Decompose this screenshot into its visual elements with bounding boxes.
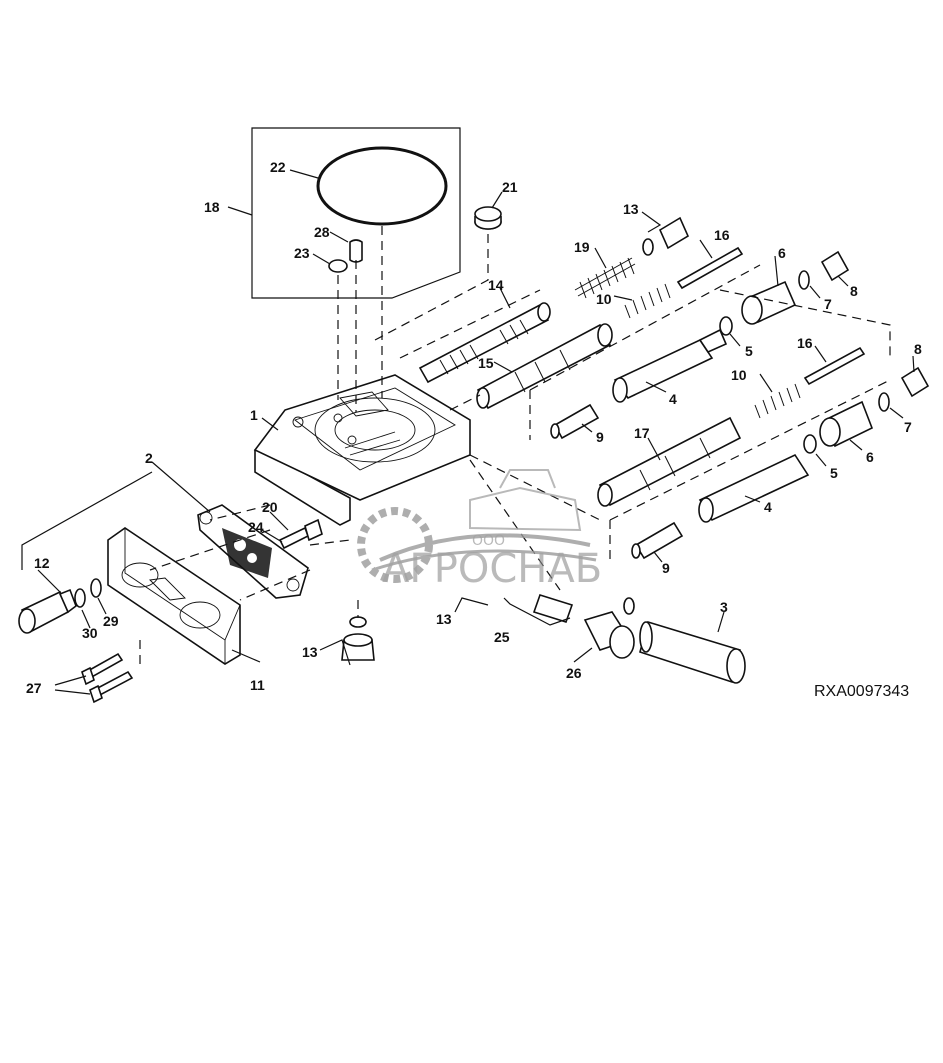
callout: 2: [145, 450, 153, 466]
callout: 19: [574, 239, 590, 255]
callout: 21: [502, 179, 518, 195]
callout: 29: [103, 613, 119, 629]
callout: 13: [623, 201, 639, 217]
callout: 30: [82, 625, 98, 641]
plug-assembly: [18, 578, 102, 634]
callout: 28: [314, 224, 330, 240]
callout: 17: [634, 425, 650, 441]
callout-labels: 1 2 3 4 4 5 5 6 6 7 7 8 8 9 9 10 10 11 1…: [26, 159, 922, 696]
callout: 27: [26, 680, 42, 696]
callout: 22: [270, 159, 286, 175]
callout: 13: [302, 644, 318, 660]
callout: 5: [745, 343, 753, 359]
gasket: [197, 504, 309, 599]
callout: 10: [731, 367, 747, 383]
cap: [474, 206, 502, 230]
callout: 6: [866, 449, 874, 465]
callout: 6: [778, 245, 786, 261]
bolts: [81, 652, 134, 704]
callout: 23: [294, 245, 310, 261]
seal-kit-box: [251, 127, 461, 299]
watermark: ООО АГРОСНАБ: [357, 469, 602, 592]
callout: 16: [714, 227, 730, 243]
callout: 18: [204, 199, 220, 215]
valve-body: [253, 374, 471, 526]
callout: 9: [596, 429, 604, 445]
callout: 7: [904, 419, 912, 435]
adjust-screw: [278, 518, 323, 550]
callout: 4: [764, 499, 772, 515]
watermark-brand: АГРОСНАБ: [382, 546, 602, 592]
callout: 3: [720, 599, 728, 615]
callout: 7: [824, 296, 832, 312]
alignment-lines: [139, 226, 601, 670]
lower-spool-row: [597, 289, 930, 560]
callout: 20: [262, 499, 278, 515]
callout: 25: [494, 629, 510, 645]
callout: 16: [797, 335, 813, 351]
diagram-part-code: RXA0097343: [814, 683, 909, 700]
solenoid-assembly: [532, 594, 746, 684]
watermark-suffix: ООО: [472, 533, 505, 549]
callout: 5: [830, 465, 838, 481]
cover-plate: [107, 527, 241, 665]
callout: 1: [250, 407, 258, 423]
callout: 13: [436, 611, 452, 627]
callout: 11: [250, 677, 265, 693]
fitting-lower: [341, 616, 375, 661]
callout: 15: [478, 355, 494, 371]
callout: 8: [850, 283, 858, 299]
callout: 4: [669, 391, 677, 407]
callout: 10: [596, 291, 612, 307]
upper-spool-row: [418, 216, 850, 440]
callout: 8: [914, 341, 922, 357]
leader-lines: [21, 169, 915, 695]
callout: 24: [248, 519, 264, 535]
callout: 12: [34, 555, 50, 571]
callout: 14: [488, 277, 504, 293]
callout: 26: [566, 665, 582, 681]
callout: 9: [662, 560, 670, 576]
